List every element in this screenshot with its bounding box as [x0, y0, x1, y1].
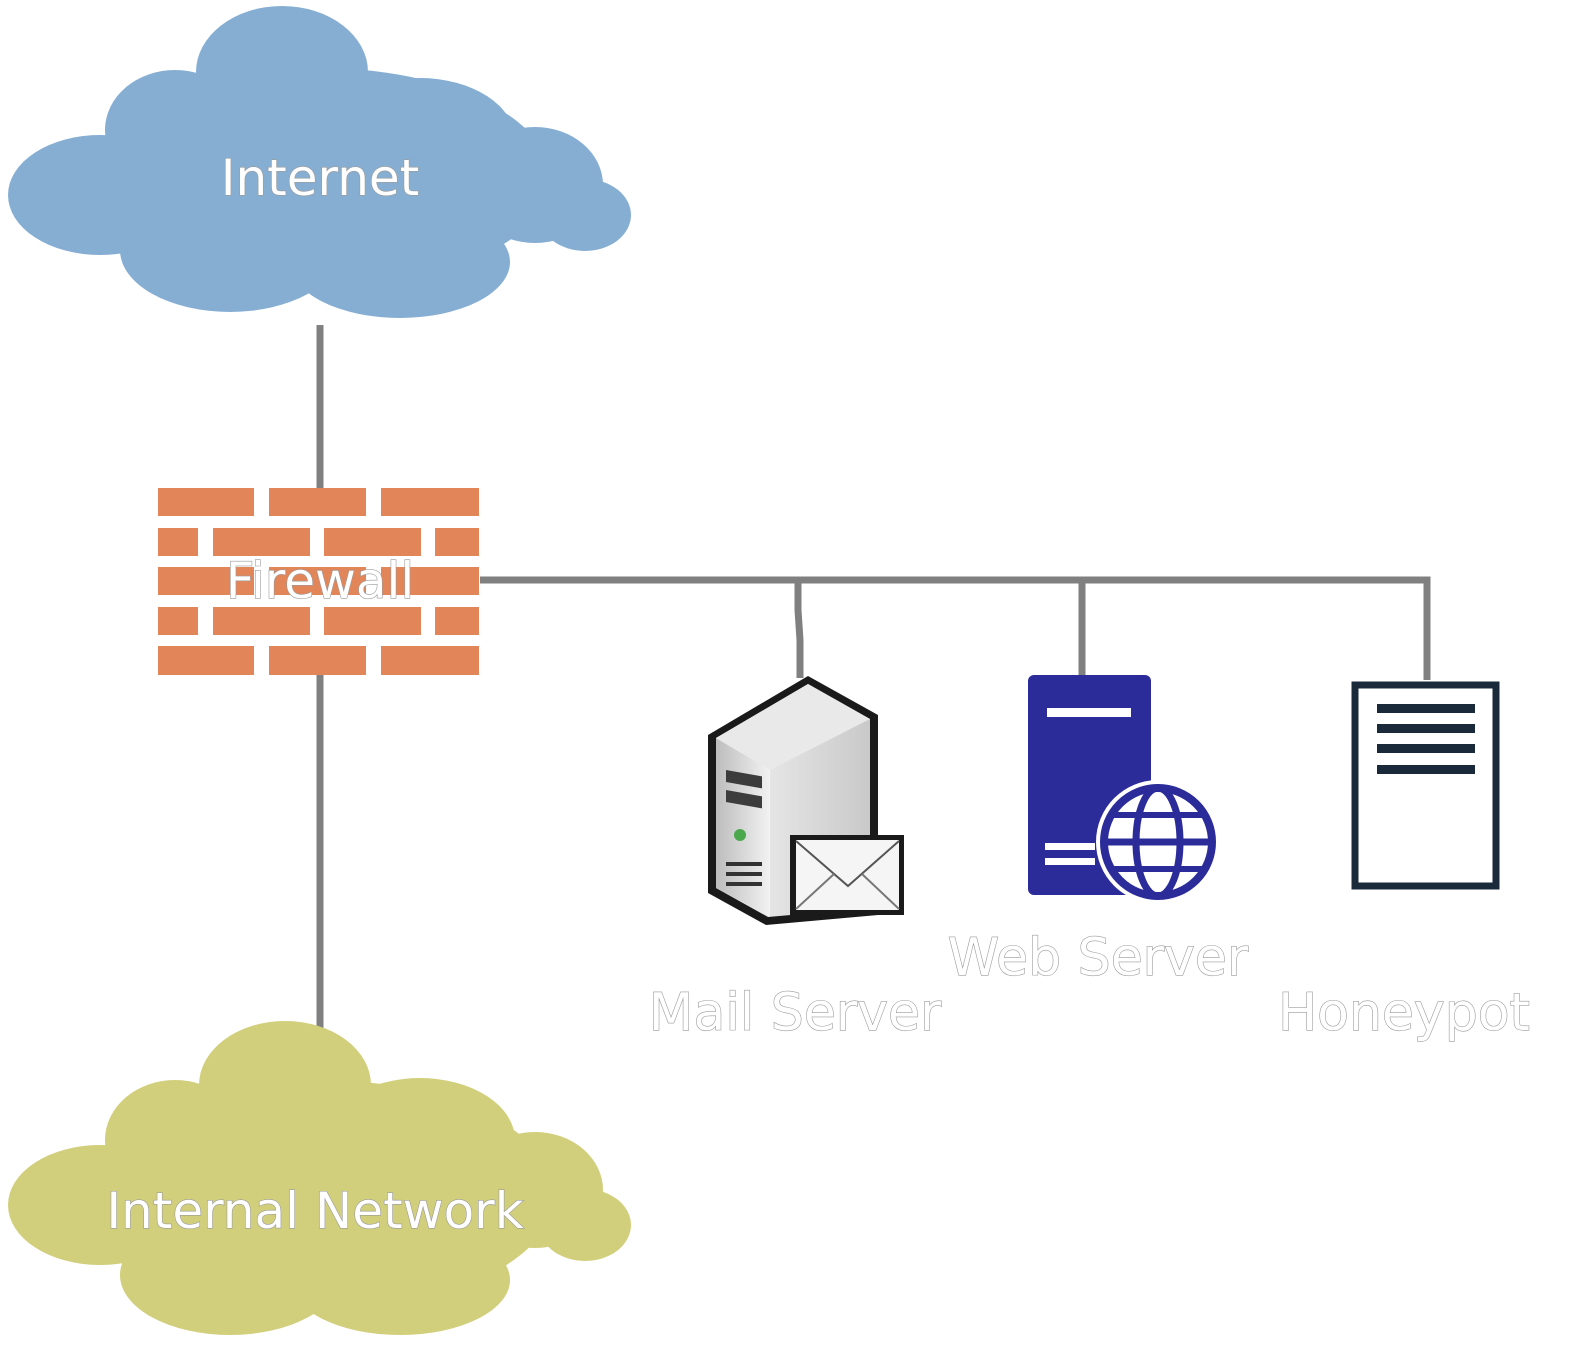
internet-label: Internet [221, 149, 420, 207]
connections [316, 325, 1431, 1028]
web-server: Web Server [947, 675, 1249, 989]
envelope-icon [790, 835, 904, 915]
cloud-icon [8, 6, 631, 318]
internal-network-label: Internal Network [106, 1182, 523, 1240]
web-server-label: Web Server [948, 928, 1249, 988]
mail-server-icon [708, 676, 904, 925]
brick-wall-icon [158, 488, 479, 675]
internet-cloud: Internet [8, 6, 631, 318]
firewall-label: Firewall [226, 552, 415, 610]
link-dmz-bus [480, 576, 1431, 680]
mail-server-label: Mail Server [649, 983, 942, 1043]
mail-server: Mail Server [648, 676, 943, 1044]
globe-icon [1096, 780, 1220, 904]
link-bus-mail [794, 580, 804, 678]
internal-network-cloud: Internal Network [8, 1021, 631, 1335]
honeypot: Honeypot [1277, 681, 1531, 1044]
document-server-icon [1351, 681, 1500, 890]
web-server-icon [1028, 675, 1220, 904]
firewall: Firewall [158, 488, 479, 675]
cloud-icon [8, 1021, 631, 1335]
honeypot-label: Honeypot [1278, 983, 1530, 1043]
